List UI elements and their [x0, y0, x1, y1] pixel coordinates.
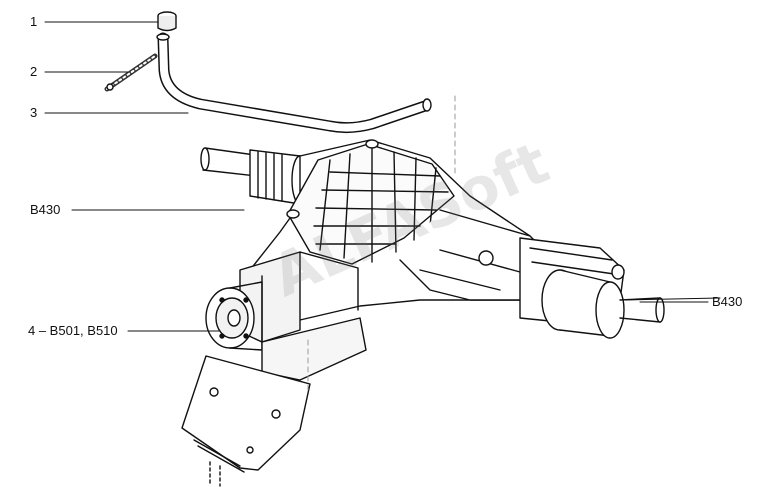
differential-housing — [231, 139, 541, 343]
callout-part-2: 2 — [30, 64, 38, 79]
callout-part-4: 4 – B501, B510 — [28, 323, 118, 338]
callout-b430-left: B430 — [30, 202, 61, 217]
cap-part — [157, 11, 177, 32]
leader-lines — [44, 21, 709, 332]
right-hub-assembly — [519, 237, 721, 339]
callout-part-1: 1 — [30, 14, 38, 29]
callout-part-3: 3 — [30, 105, 38, 120]
left-driveshaft — [200, 147, 309, 205]
construction-lines — [307, 95, 456, 391]
callout-b430-right: B430 — [712, 294, 743, 309]
breather-hose-part — [156, 32, 432, 134]
hose-clip-part — [104, 53, 158, 92]
output-flange-part — [205, 281, 263, 351]
mounting-plate — [181, 317, 367, 487]
